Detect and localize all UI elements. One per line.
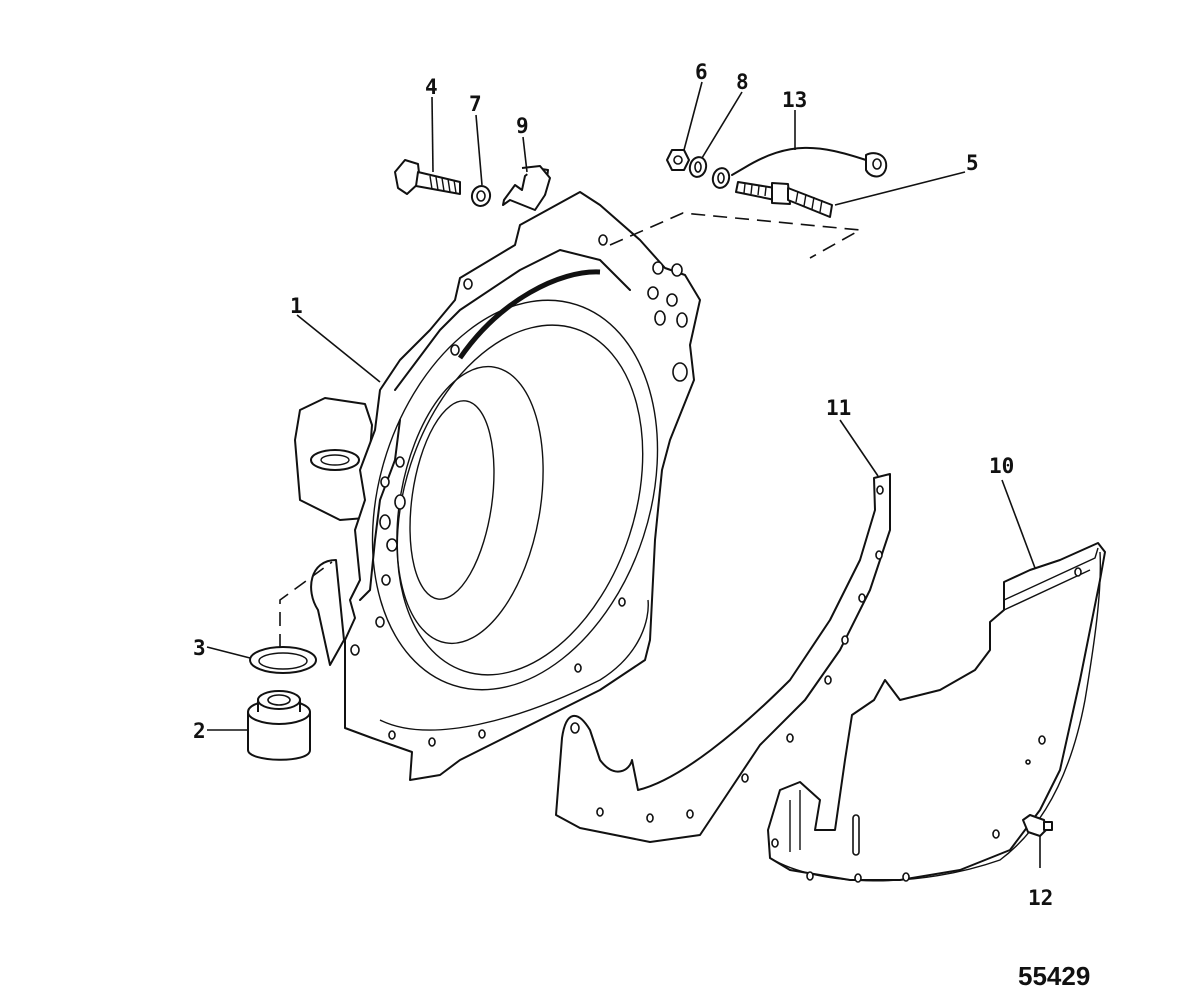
leader-lines: [206, 81, 1041, 868]
callout-7: 7: [469, 92, 482, 116]
assembly-line-stud: [609, 212, 863, 259]
bolt: [394, 159, 461, 195]
screw: [1022, 814, 1053, 837]
callout-4: 4: [425, 75, 438, 99]
stud: [735, 181, 833, 218]
bushing: [247, 690, 311, 761]
nut: [666, 149, 690, 171]
flywheel-housing: [294, 191, 701, 781]
gasket: [555, 473, 891, 843]
ground-strap: [711, 146, 888, 189]
callout-12: 12: [1028, 886, 1053, 910]
callout-1: 1: [290, 294, 303, 318]
o-ring: [249, 646, 317, 674]
assembly-line-o-ring: [279, 561, 333, 648]
clip: [502, 165, 551, 211]
callout-6: 6: [695, 60, 708, 84]
washer-7: [470, 185, 492, 207]
callout-9: 9: [516, 114, 529, 138]
callout-10: 10: [989, 454, 1014, 478]
callout-8: 8: [736, 70, 749, 94]
callout-13: 13: [782, 88, 807, 112]
figure-number: 55429: [1018, 961, 1090, 991]
callout-3: 3: [193, 636, 206, 660]
washer-8: [688, 156, 708, 178]
callout-2: 2: [193, 719, 206, 743]
callout-11: 11: [826, 396, 851, 420]
callout-5: 5: [966, 151, 979, 175]
cover-plate: [767, 542, 1106, 883]
